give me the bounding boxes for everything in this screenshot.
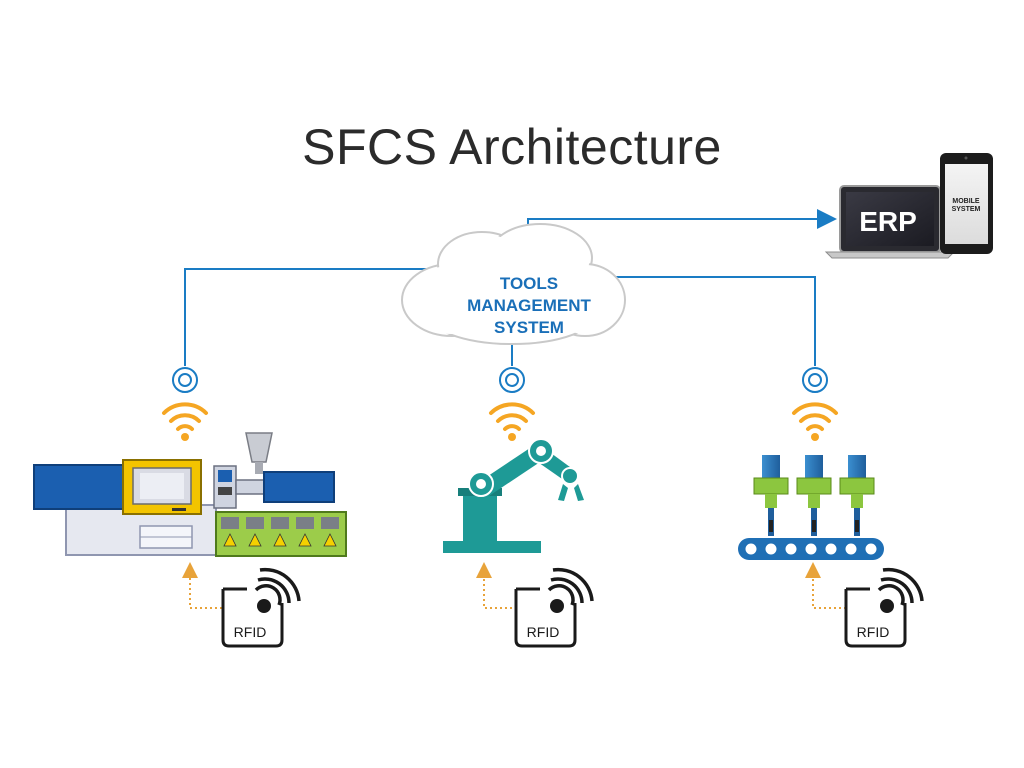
rfid-tag-left: RFID <box>221 567 301 648</box>
pillar <box>753 455 789 536</box>
cloud-line-1: TOOLS <box>500 274 558 293</box>
rfid-label: RFID <box>857 624 890 640</box>
node-center <box>489 367 535 441</box>
wifi-icon <box>489 402 535 431</box>
cloud-shape: TOOLS MANAGEMENT SYSTEM <box>401 223 626 345</box>
injection-molding-machine-icon <box>33 432 347 557</box>
cloud-line-3: SYSTEM <box>494 318 564 337</box>
connection-node-icon <box>802 367 828 393</box>
phone-icon: MOBILE SYSTEM <box>940 153 993 254</box>
control-cabinets <box>215 511 347 557</box>
phone-label-line-1: MOBILE <box>952 198 980 205</box>
page-title: SFCS Architecture <box>302 119 722 175</box>
rfid-signal-icon <box>877 567 924 613</box>
rfid-tag-right: RFID <box>844 567 924 648</box>
connection-node-icon <box>172 367 198 393</box>
conveyor-line-icon <box>738 455 884 560</box>
erp-devices: ERP MOBILE SYSTEM <box>824 153 993 259</box>
pillar <box>796 455 832 536</box>
rfid-arrows <box>182 562 846 609</box>
phone-label-line-2: SYSTEM <box>952 206 981 213</box>
rfid-signal-icon <box>254 567 301 613</box>
connection-node-icon <box>499 367 525 393</box>
rfid-label: RFID <box>234 624 267 640</box>
laptop-icon: ERP <box>824 185 956 259</box>
pillar <box>839 455 875 536</box>
erp-label: ERP <box>859 206 917 237</box>
connector-left <box>184 268 440 366</box>
cloud-line-2: MANAGEMENT <box>467 296 591 315</box>
rfid-tag-center: RFID <box>514 567 594 648</box>
rfid-signal-icon <box>547 567 594 613</box>
connector-right <box>590 276 816 366</box>
rfid-label: RFID <box>527 624 560 640</box>
wifi-icon <box>792 402 838 431</box>
node-right <box>792 367 838 441</box>
wifi-icon <box>162 402 208 431</box>
robotic-arm-icon <box>443 438 584 553</box>
node-left <box>162 367 208 441</box>
